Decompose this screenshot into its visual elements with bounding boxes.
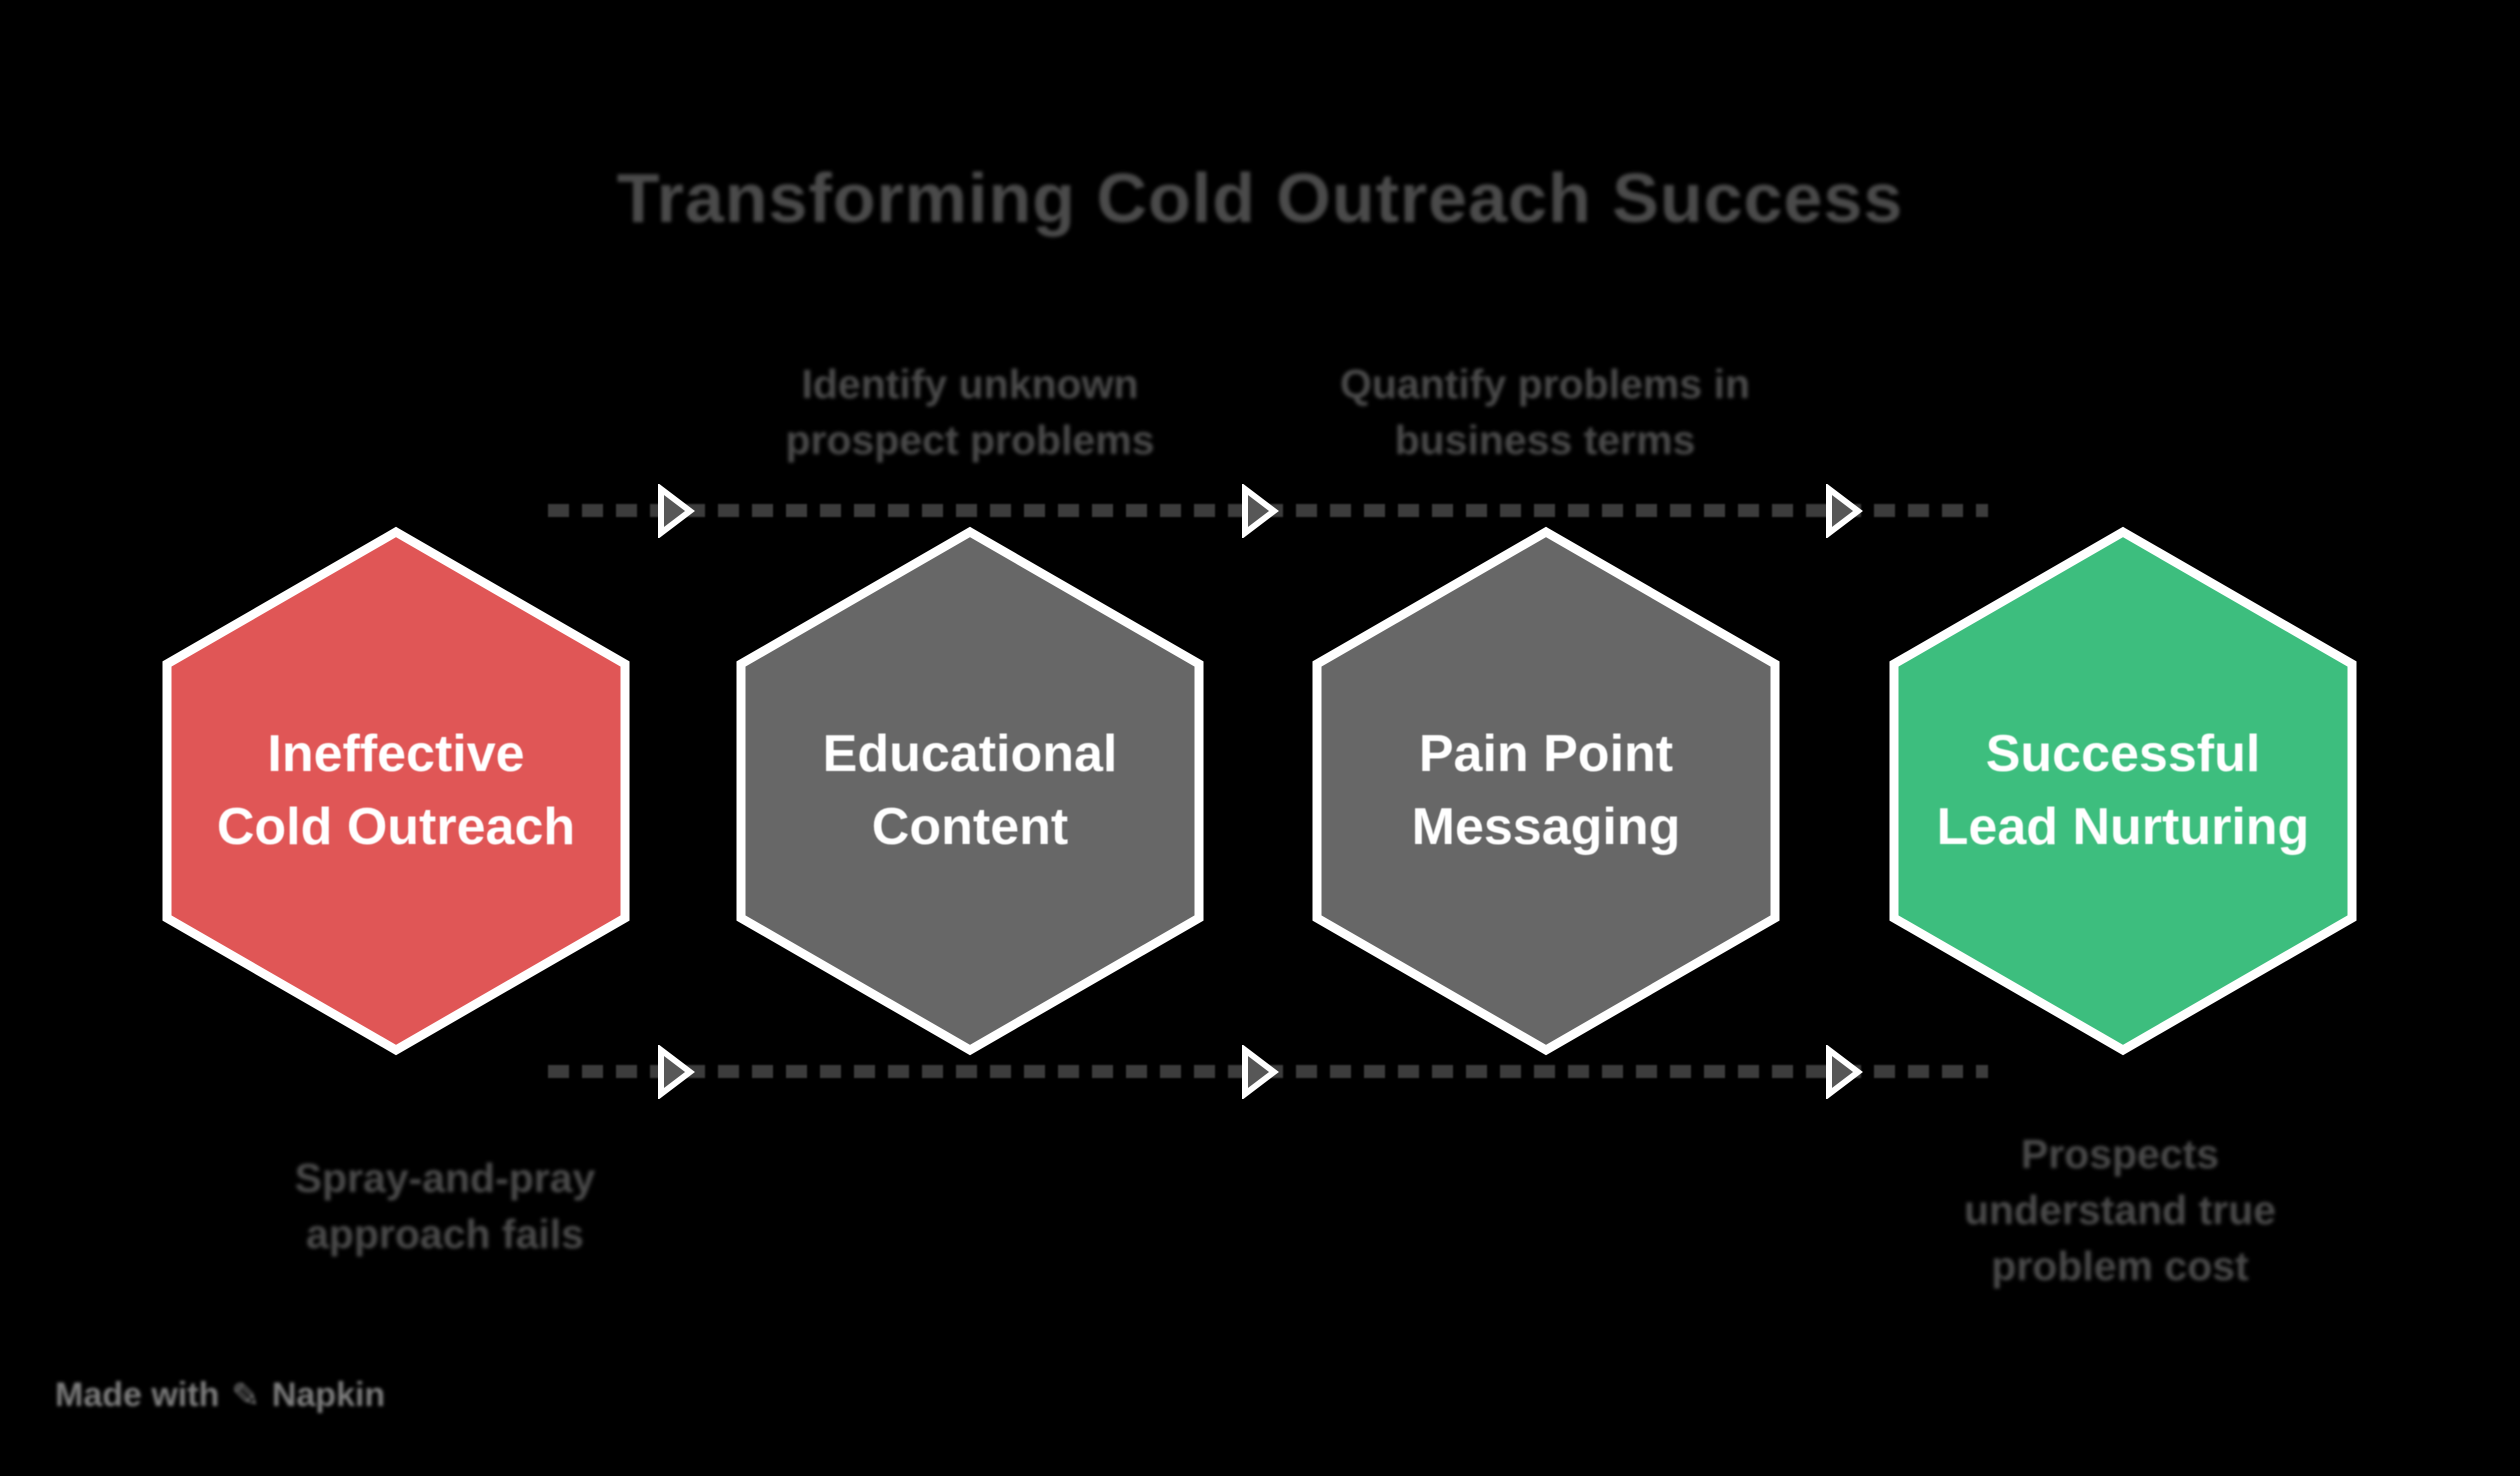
hexagon-shape (162, 526, 630, 1056)
arrowhead-icon (1242, 484, 1279, 538)
watermark: Made with ✎ Napkin (55, 1376, 385, 1415)
hexagon-successful-lead-nurturing: Successful Lead Nurturing (1888, 526, 2358, 1056)
hexagon-label: Pain Point Messaging (1411, 725, 1681, 856)
page-title: Transforming Cold Outreach Success (616, 159, 1904, 237)
hexagon-educational-content: Educational Content (735, 526, 1205, 1056)
hexagon-pain-point-messaging: Pain Point Messaging (1311, 526, 1781, 1056)
napkin-pen-icon: ✎ (231, 1376, 260, 1415)
watermark-suffix: Napkin (271, 1376, 386, 1414)
hexagon-ineffective-cold-outreach: Ineffective Cold Outreach (161, 526, 631, 1056)
annotation-prospects-understand: Prospects understand true problem cost (1963, 1131, 2277, 1289)
arrowhead-icon (1826, 484, 1863, 538)
annotation-identify-unknown-problems: Identify unknown prospect problems (785, 361, 1155, 463)
arrowhead-icon (1242, 1045, 1279, 1099)
arrowhead-icon (658, 1045, 695, 1099)
hexagon-shape (1889, 526, 2357, 1056)
hexagon-shape (1312, 526, 1780, 1056)
hexagon-label: Ineffective Cold Outreach (216, 725, 576, 856)
watermark-prefix: Made with (55, 1376, 220, 1414)
annotation-spray-and-pray: Spray-and-pray approach fails (294, 1155, 596, 1257)
hexagon-label: Successful Lead Nurturing (1936, 725, 2310, 856)
hexagon-label: Educational Content (822, 725, 1118, 856)
hexagon-shape (736, 526, 1204, 1056)
arrowhead-icon (1826, 1045, 1863, 1099)
annotation-quantify-problems: Quantify problems in business terms (1339, 361, 1751, 463)
arrowhead-icon (658, 484, 695, 538)
